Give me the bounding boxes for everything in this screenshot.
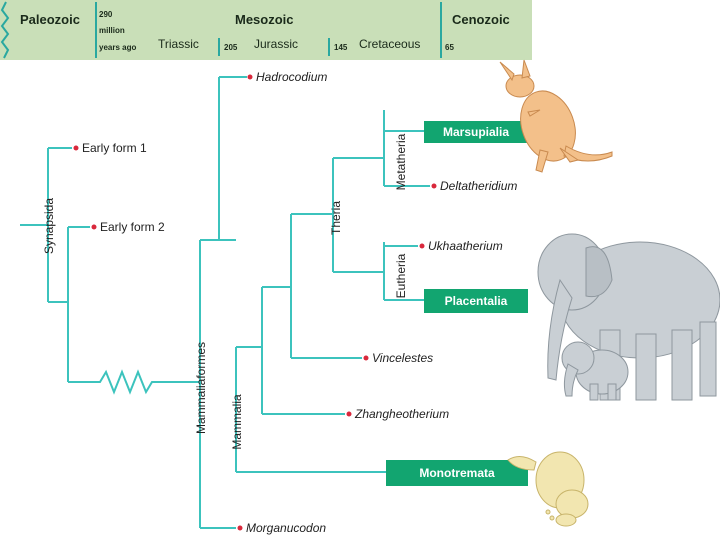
taxon-deltatheridium: Deltatheridium (440, 179, 517, 193)
geologic-timeline: Paleozoic Mesozoic Cenozoic 290 million … (0, 0, 532, 60)
taxon-early-form-2: Early form 2 (100, 220, 165, 234)
taxon-hadrocodium: Hadrocodium (256, 70, 327, 84)
taxon-ukhaatherium: Ukhaatherium (428, 239, 503, 253)
clade-metatheria: Metatheria (394, 133, 408, 190)
period-cretaceous-start: 145 (334, 43, 348, 52)
taxon-morganucodon: Morganucodon (246, 521, 326, 535)
group-label-marsupialia: Marsupialia (443, 125, 509, 139)
taxon-early-form-1: Early form 1 (82, 141, 147, 155)
elephant-calf-illustration (561, 341, 629, 401)
taxon-zhangheotherium: Zhangheotherium (354, 407, 449, 421)
kangaroo-illustration (499, 59, 613, 173)
start-label-years: years ago (99, 43, 136, 52)
fossil-dot (237, 525, 243, 531)
fossil-dot (346, 411, 352, 417)
fossil-dot (431, 183, 437, 189)
group-box-placentalia: Placentalia (424, 289, 528, 313)
era-paleozoic: Paleozoic (20, 12, 80, 27)
group-label-placentalia: Placentalia (445, 294, 508, 308)
clade-synapsida: Synapsida (42, 198, 56, 254)
era-cenozoic: Cenozoic (452, 12, 510, 27)
clade-eutheria: Eutheria (394, 253, 408, 298)
period-jurassic-start: 205 (224, 43, 238, 52)
fossil-markers (73, 74, 437, 531)
platypus-illustration (507, 451, 589, 527)
era-mesozoic: Mesozoic (235, 12, 294, 27)
clade-mammalia: Mammalia (230, 394, 244, 450)
group-box-marsupialia: Marsupialia (424, 121, 528, 143)
clade-theria: Theria (329, 201, 343, 235)
fossil-dot (91, 224, 97, 230)
group-box-monotremata: Monotremata (386, 460, 528, 486)
period-triassic: Triassic (158, 37, 199, 51)
period-jurassic: Jurassic (254, 37, 298, 51)
fossil-dot (247, 74, 253, 80)
fossil-dot (73, 145, 79, 151)
tree-branches (20, 76, 430, 529)
start-label-million: million (99, 26, 125, 35)
clade-mammaliaformes: Mammaliaformes (194, 342, 208, 434)
group-label-monotremata: Monotremata (419, 466, 495, 480)
taxon-vincelestes: Vincelestes (372, 351, 433, 365)
period-cenozoic-start: 65 (445, 43, 454, 52)
zigzag-break-icon (0, 1, 10, 59)
fossil-dot (419, 243, 425, 249)
fossil-dot (363, 355, 369, 361)
period-cretaceous: Cretaceous (359, 37, 420, 51)
start-label-number: 290 (99, 10, 113, 19)
